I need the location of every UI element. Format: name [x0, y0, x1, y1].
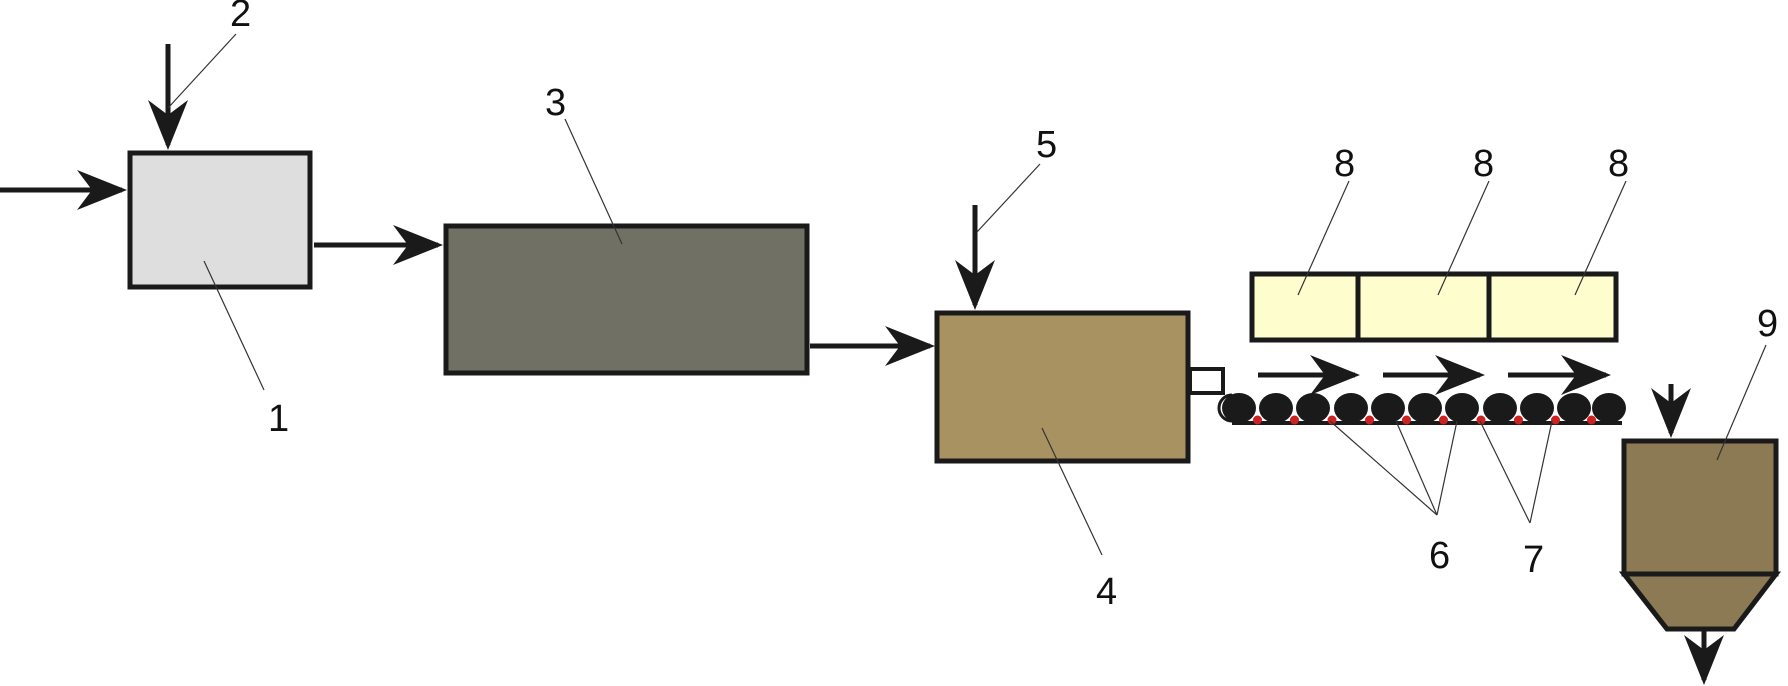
leader-9	[1716, 344, 1767, 461]
leader-5	[976, 163, 1041, 233]
number-labels: 1 2 3 4 5 6 7 8 8 8 9	[230, 0, 1778, 613]
unit-8-section-2	[1355, 271, 1492, 343]
leader-3	[564, 118, 623, 245]
unit-8-section-3	[1486, 271, 1619, 343]
leader-1	[203, 260, 265, 391]
flow-arrows	[0, 44, 1724, 685]
leader-7a	[1479, 420, 1531, 524]
ball-6	[1439, 415, 1448, 425]
label-8-right: 8	[1608, 143, 1629, 185]
roller-conveyor	[1217, 393, 1626, 425]
roller-4	[1334, 393, 1368, 423]
label-4: 4	[1096, 571, 1117, 613]
leader-8b	[1437, 180, 1490, 296]
unit-9-body	[1621, 438, 1779, 577]
roller-7	[1445, 393, 1479, 423]
ball-7	[1476, 415, 1486, 425]
leader-8c	[1574, 180, 1627, 296]
ball-2	[1290, 415, 1299, 425]
label-8-middle: 8	[1473, 143, 1494, 185]
roller-10	[1557, 393, 1591, 423]
roller-2	[1259, 393, 1293, 423]
roller-11	[1592, 393, 1626, 423]
label-2: 2	[230, 0, 251, 35]
ball-1	[1253, 415, 1262, 425]
roller-6	[1408, 393, 1442, 423]
leader-8a	[1297, 180, 1350, 296]
roller-9	[1520, 393, 1554, 423]
leader-4	[1041, 427, 1103, 556]
label-5: 5	[1036, 124, 1057, 166]
label-6: 6	[1429, 535, 1450, 577]
roller-3	[1296, 393, 1330, 423]
leader-6a	[1329, 420, 1438, 516]
unit-1-box	[127, 150, 313, 290]
label-1: 1	[268, 398, 289, 440]
ball-8	[1514, 415, 1523, 425]
leader-2	[167, 33, 237, 109]
label-7: 7	[1523, 539, 1544, 581]
label-3: 3	[545, 82, 566, 124]
ball-3	[1327, 415, 1337, 425]
unit-9-hopper	[1618, 438, 1782, 632]
unit-8-group	[1249, 271, 1619, 343]
roller-1	[1222, 393, 1256, 423]
conveyor-end-curve	[1217, 393, 1233, 423]
label-8-left: 8	[1334, 143, 1355, 185]
unit-3-box	[443, 223, 810, 376]
ball-10	[1587, 415, 1596, 425]
unit-8-section-1	[1249, 271, 1361, 343]
unit-4-outlet-nozzle	[1188, 367, 1225, 395]
ball-4	[1365, 415, 1374, 425]
leader-7b	[1529, 420, 1553, 524]
ball-5	[1402, 415, 1411, 425]
leader-lines	[167, 33, 1767, 556]
ball-9	[1551, 415, 1560, 425]
label-9: 9	[1757, 303, 1778, 345]
roller-5	[1371, 393, 1405, 423]
leader-6b	[1395, 420, 1438, 516]
unit-9-cone	[1618, 571, 1782, 632]
leader-6c	[1436, 420, 1458, 516]
roller-8	[1483, 393, 1517, 423]
unit-4-box	[934, 310, 1191, 464]
